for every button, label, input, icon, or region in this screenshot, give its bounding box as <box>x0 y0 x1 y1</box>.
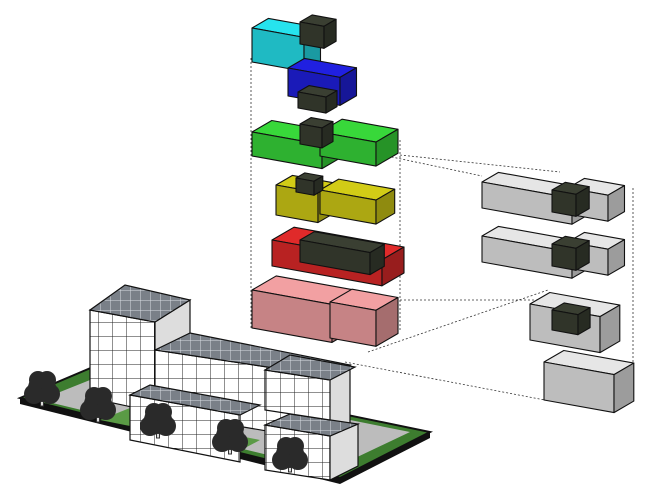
tree-icon <box>272 437 308 473</box>
module-types <box>481 171 635 414</box>
tree-icon <box>80 387 116 423</box>
core-cyan <box>299 14 337 49</box>
core-module-1 <box>551 181 590 217</box>
base-building <box>88 284 361 481</box>
core-red <box>299 231 385 276</box>
tree-icon <box>24 371 60 407</box>
floor-pink-right <box>329 288 399 347</box>
core-module-3 <box>551 302 591 336</box>
core-module-2 <box>551 235 590 271</box>
floor-yellow-right <box>319 178 396 225</box>
core-blue <box>297 85 338 114</box>
core-green <box>299 117 334 149</box>
tree-icon <box>212 419 248 455</box>
module-cube-4 <box>543 349 635 414</box>
floor-stack <box>251 14 405 347</box>
trees <box>24 371 308 473</box>
tree-icon <box>140 403 176 439</box>
floor-green-right <box>319 118 399 167</box>
core-yellow <box>295 172 324 196</box>
